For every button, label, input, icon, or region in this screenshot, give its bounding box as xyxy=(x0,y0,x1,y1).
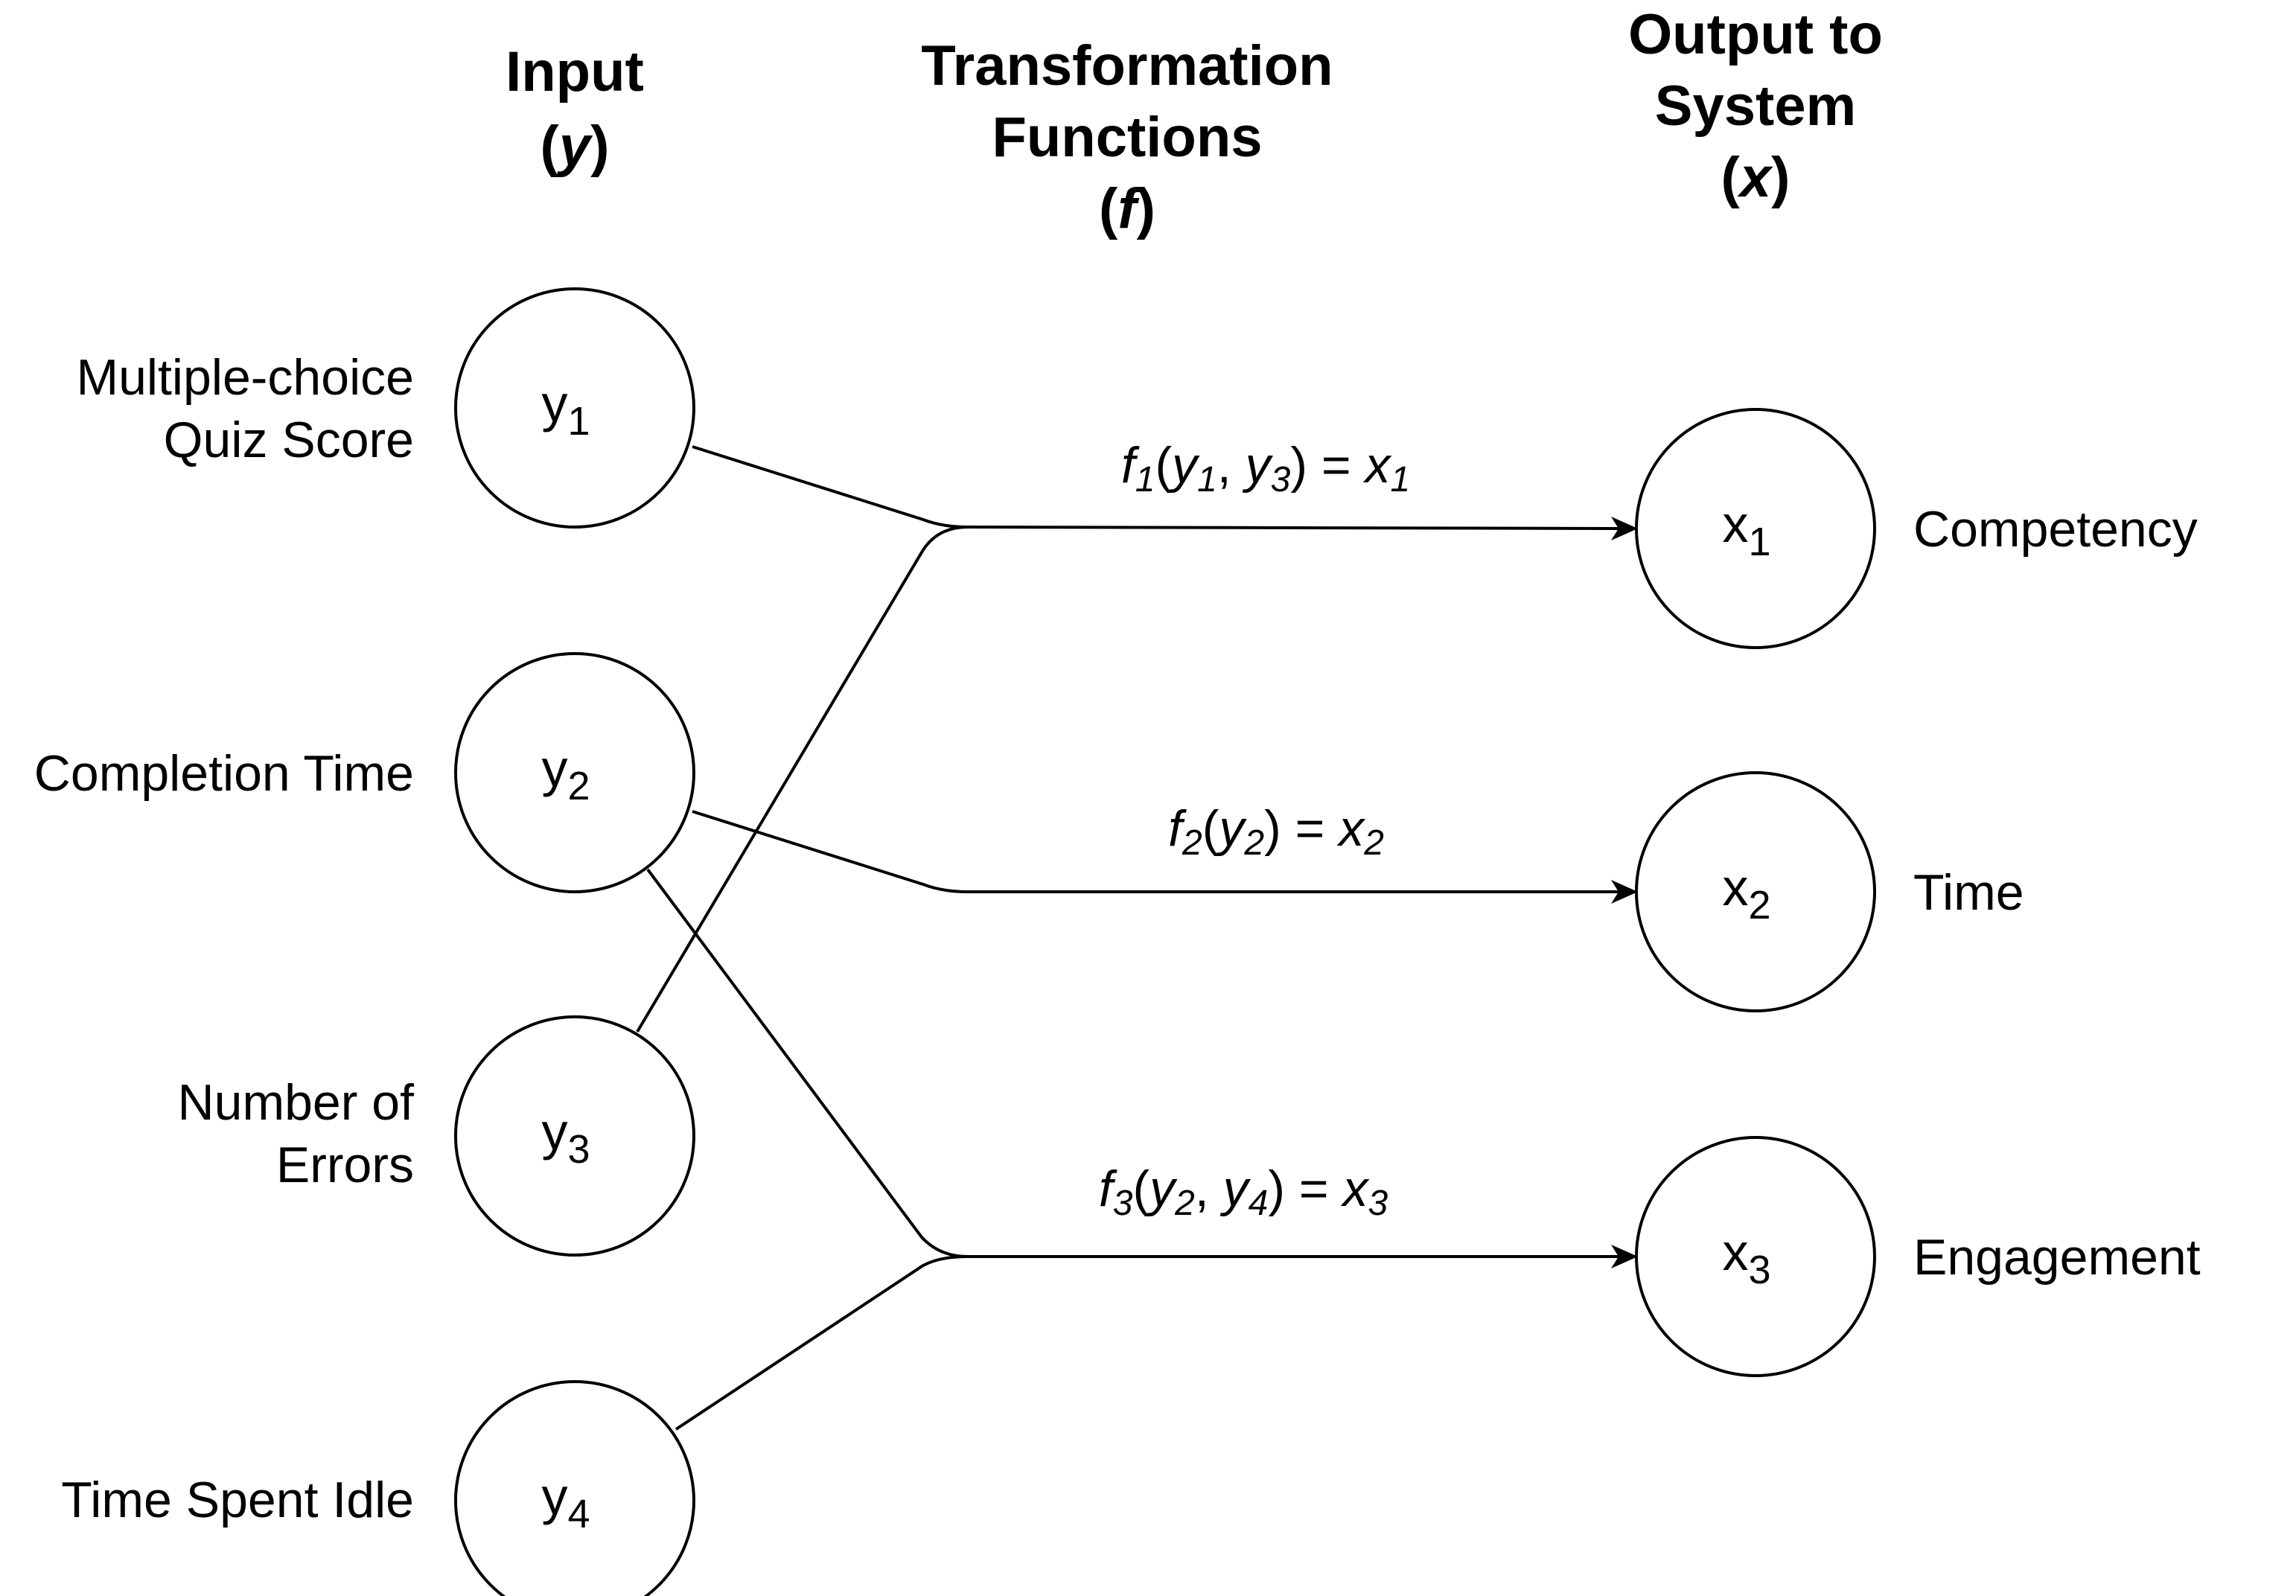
output-header-line2: System xyxy=(1655,74,1856,138)
function-f2-label: f2(y2) = x2 xyxy=(1168,800,1384,863)
input-labels: Multiple-choice Quiz Score Completion Ti… xyxy=(34,349,414,1528)
input-label-y3-line2: Errors xyxy=(276,1137,414,1193)
input-label-y3-line1: Number of xyxy=(178,1074,415,1131)
edges xyxy=(636,445,1638,1431)
transform-header-line1: Transformation xyxy=(921,34,1333,98)
output-labels: Competency Time Engagement xyxy=(1913,501,2201,1286)
output-node-x2: x2 xyxy=(1635,771,1876,1012)
arrowhead-x2 xyxy=(1611,880,1638,904)
input-label-y2: Completion Time xyxy=(34,745,414,802)
function-f1-label: f1(y1, y3) = x1 xyxy=(1121,437,1410,499)
input-label-y4: Time Spent Idle xyxy=(61,1472,414,1528)
arrowhead-x3 xyxy=(1611,1245,1638,1268)
output-node-x1-label: x1 xyxy=(1722,495,1770,564)
transform-header-variable: (f) xyxy=(1099,177,1155,240)
transform-header-line2: Functions xyxy=(992,106,1262,169)
edge-y4-to-x3 xyxy=(675,1255,1623,1431)
arrowhead-x1 xyxy=(1611,517,1638,540)
input-node-y4-label: y4 xyxy=(541,1467,590,1536)
output-label-x2: Time xyxy=(1913,864,2024,921)
input-node-y2: y2 xyxy=(454,652,695,893)
edge-y2-to-x3 xyxy=(646,868,969,1258)
edge-y3-to-x1 xyxy=(636,526,969,1033)
output-node-x3: x3 xyxy=(1635,1136,1876,1377)
input-column-header: Input (y) xyxy=(506,40,644,178)
output-node-x2-label: x2 xyxy=(1722,858,1770,928)
output-header-line1: Output to xyxy=(1628,3,1883,66)
output-label-x1: Competency xyxy=(1913,501,2198,558)
input-label-y1-line2: Quiz Score xyxy=(164,412,414,468)
function-labels: f1(y1, y3) = x1 f2(y2) = x2 f3(y2, y4) =… xyxy=(1099,437,1410,1223)
output-header-variable: (x) xyxy=(1721,146,1790,209)
input-node-y2-label: y2 xyxy=(541,739,590,808)
input-label-y1-line1: Multiple-choice xyxy=(76,349,414,406)
input-header-variable: (y) xyxy=(540,115,610,178)
output-column-header: Output to System (x) xyxy=(1628,3,1883,209)
function-f3-label: f3(y2, y4) = x3 xyxy=(1099,1161,1388,1223)
input-header-title: Input xyxy=(506,40,644,103)
input-node-y3: y3 xyxy=(454,1015,695,1257)
transform-column-header: Transformation Functions (f) xyxy=(921,34,1333,240)
input-node-y1-label: y1 xyxy=(541,374,590,444)
input-node-y1: y1 xyxy=(454,287,695,529)
input-node-y3-label: y3 xyxy=(541,1102,590,1172)
output-label-x3: Engagement xyxy=(1913,1229,2201,1286)
input-node-y4: y4 xyxy=(454,1380,695,1596)
output-node-x1: x1 xyxy=(1635,408,1876,649)
edge-y2-to-x2 xyxy=(692,810,1623,893)
output-node-x3-label: x3 xyxy=(1722,1223,1770,1292)
